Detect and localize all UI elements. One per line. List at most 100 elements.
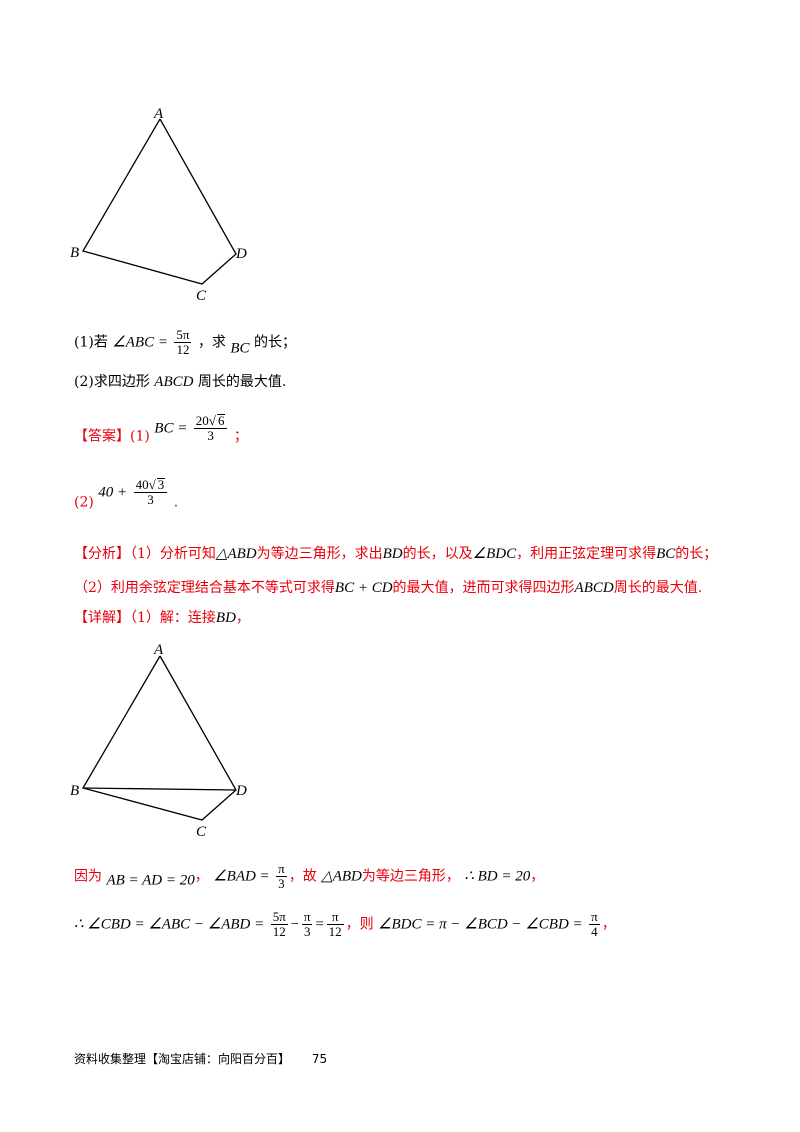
analysis-l2-abcd: ABCD — [574, 580, 614, 596]
answer-frac2-coef: 40 — [135, 477, 149, 492]
answer-tag: 【答案】 — [74, 428, 130, 445]
because-frac-den: 3 — [278, 876, 285, 891]
because-tri: △ABD — [321, 868, 362, 885]
because-comma2: ， — [530, 868, 545, 885]
therefore-frac1-den: 12 — [272, 924, 286, 939]
therefore-frac3: π 12 — [326, 910, 344, 939]
q1-prefix: (1)若 — [74, 334, 108, 351]
q2-abcd: ABCD — [154, 374, 194, 390]
figure2-label-c: C — [196, 824, 207, 840]
because-mid2: 为等边三角形， — [361, 868, 460, 885]
answer-frac1-coef: 20 — [195, 413, 209, 428]
answer-frac1-den: 3 — [207, 428, 214, 443]
therefore-frac4-num: π — [589, 909, 600, 925]
therefore-frac2: π 3 — [301, 909, 313, 939]
analysis-line-2: （2）利用余弦定理结合基本不等式可求得BC + CD的最大值，进而可求得四边形A… — [74, 578, 702, 598]
analysis-l1-b: 为等边三角形，求出 — [256, 546, 383, 562]
figure2-label-b: B — [70, 783, 79, 799]
analysis-l2-b: 的最大值，进而可求得四边形 — [392, 580, 575, 596]
answer-end2: . — [173, 494, 179, 511]
because-frac-num: π — [276, 861, 287, 877]
therefore-frac2-den: 3 — [303, 924, 311, 939]
therefore-line: ∴ ∠CBD = ∠ABC − ∠ABD = 5π 12 − π 3 = π 1… — [74, 910, 616, 939]
figure1-outline — [82, 118, 237, 285]
analysis-l2-c: 周长的最大值. — [613, 580, 703, 596]
q1-suffix: 的长； — [254, 334, 297, 351]
analysis-l1-bd: BD — [382, 546, 403, 562]
figure2-outline — [82, 655, 237, 821]
because-comma1: ， — [194, 868, 209, 885]
therefore-end: ， — [601, 916, 616, 933]
detail-text: （1）解：连接 — [130, 610, 216, 626]
detail-bd: BD — [215, 610, 236, 626]
page-number: 75 — [311, 1052, 328, 1066]
because-eq1: AB = AD = 20 — [106, 872, 195, 889]
q1-frac-num: 5π — [174, 327, 192, 343]
answer-expr-prefix: 40 + — [98, 484, 128, 501]
analysis-l1-bc: BC — [656, 546, 676, 562]
analysis-l1-a: （1）分析可知 — [130, 546, 216, 562]
answer-end: ； — [233, 428, 248, 445]
because-prefix: 因为 — [74, 868, 102, 885]
answer-bc-eq: BC = — [154, 420, 188, 437]
analysis-l1-c: 的长，以及 — [402, 546, 473, 562]
figure2-diagonal-bd — [82, 787, 237, 791]
analysis-l1-tri: △ABD — [215, 546, 257, 562]
therefore-expr2: ∠BDC = π − ∠BCD − ∠CBD = — [378, 916, 583, 933]
therefore-frac2-num: π — [301, 909, 313, 925]
answer-part-1: 【答案】(1) BC = 20√6 3 ； — [74, 414, 248, 447]
because-mid: ，故 — [288, 868, 317, 885]
answer-p2: (2) — [74, 494, 94, 511]
therefore-frac1: 5π 12 — [270, 909, 288, 939]
q2-prefix: (2)求四边形 — [74, 374, 150, 390]
figure1-label-a: A — [153, 106, 164, 122]
answer-frac2-den: 3 — [147, 492, 154, 507]
answer-frac2-root: 3 — [156, 477, 166, 492]
q1-mid: ，求 — [197, 334, 226, 351]
q1-fraction: 5π 12 — [174, 327, 192, 357]
analysis-l2-a: （2）利用余弦定理结合基本不等式可求得 — [74, 580, 335, 596]
figure1-label-b: B — [70, 245, 79, 261]
footer-text: 资料收集整理【淘宝店铺：向阳百分百】 — [74, 1052, 291, 1066]
because-line: 因为 AB = AD = 20， ∠BAD = π 3 ，故 △ABD为等边三角… — [74, 862, 544, 891]
because-ang: ∠BAD = — [213, 868, 270, 885]
analysis-l1-d: ，利用正弦定理可求得 — [516, 546, 657, 562]
answer-frac1-root: 6 — [216, 413, 226, 428]
therefore-frac3-den: 12 — [328, 924, 342, 939]
answer-part-2: (2) 40 + 40√3 3 . — [74, 478, 178, 513]
answer-fraction-1: 20√6 3 — [193, 413, 228, 443]
therefore-expr1: ∴ ∠CBD = ∠ABC − ∠ABD = — [74, 916, 265, 933]
therefore-minus: − — [289, 916, 300, 933]
analysis-tag: 【分析】 — [74, 546, 130, 562]
therefore-mid: ，则 — [345, 916, 374, 933]
therefore-frac4-den: 4 — [591, 924, 598, 939]
because-therefore: ∴ BD = 20 — [464, 868, 531, 885]
detail-line: 【详解】（1）解：连接BD， — [74, 608, 250, 628]
analysis-l2-expr: BC + CD — [334, 580, 393, 596]
q1-frac-den: 12 — [176, 342, 190, 357]
figure1-label-d: D — [235, 246, 247, 262]
therefore-frac3-num: π — [326, 910, 344, 925]
therefore-eq: = — [314, 916, 325, 933]
therefore-frac1-num: 5π — [270, 909, 288, 925]
figure2-label-d: D — [235, 783, 247, 799]
question-2: (2)求四边形 ABCD 周长的最大值. — [74, 372, 286, 392]
question-1: (1)若 ∠ABC = 5π 12 ，求 BC 的长； — [74, 328, 296, 359]
figure1-label-c: C — [196, 288, 207, 304]
q1-bc: BC — [230, 340, 250, 357]
figure2-label-a: A — [153, 642, 164, 658]
q1-angle-expr: ∠ABC = — [112, 334, 168, 351]
answer-p1: (1) — [130, 428, 150, 445]
detail-end: ， — [235, 610, 250, 626]
analysis-line-1: 【分析】（1）分析可知△ABD为等边三角形，求出BD的长，以及∠BDC，利用正弦… — [74, 544, 717, 564]
detail-tag: 【详解】 — [74, 610, 130, 626]
quadrilateral-figure-2: A B C D — [70, 642, 247, 840]
because-fraction: π 3 — [276, 862, 287, 891]
analysis-l1-e: 的长； — [675, 546, 718, 562]
quadrilateral-figure-1: A B C D — [70, 106, 247, 304]
therefore-frac4: π 4 — [589, 910, 600, 939]
q2-suffix: 周长的最大值. — [197, 374, 287, 390]
analysis-l1-ang: ∠BDC — [472, 546, 517, 562]
answer-fraction-2: 40√3 3 — [133, 477, 168, 507]
page-footer: 资料收集整理【淘宝店铺：向阳百分百】 75 — [74, 1050, 327, 1067]
